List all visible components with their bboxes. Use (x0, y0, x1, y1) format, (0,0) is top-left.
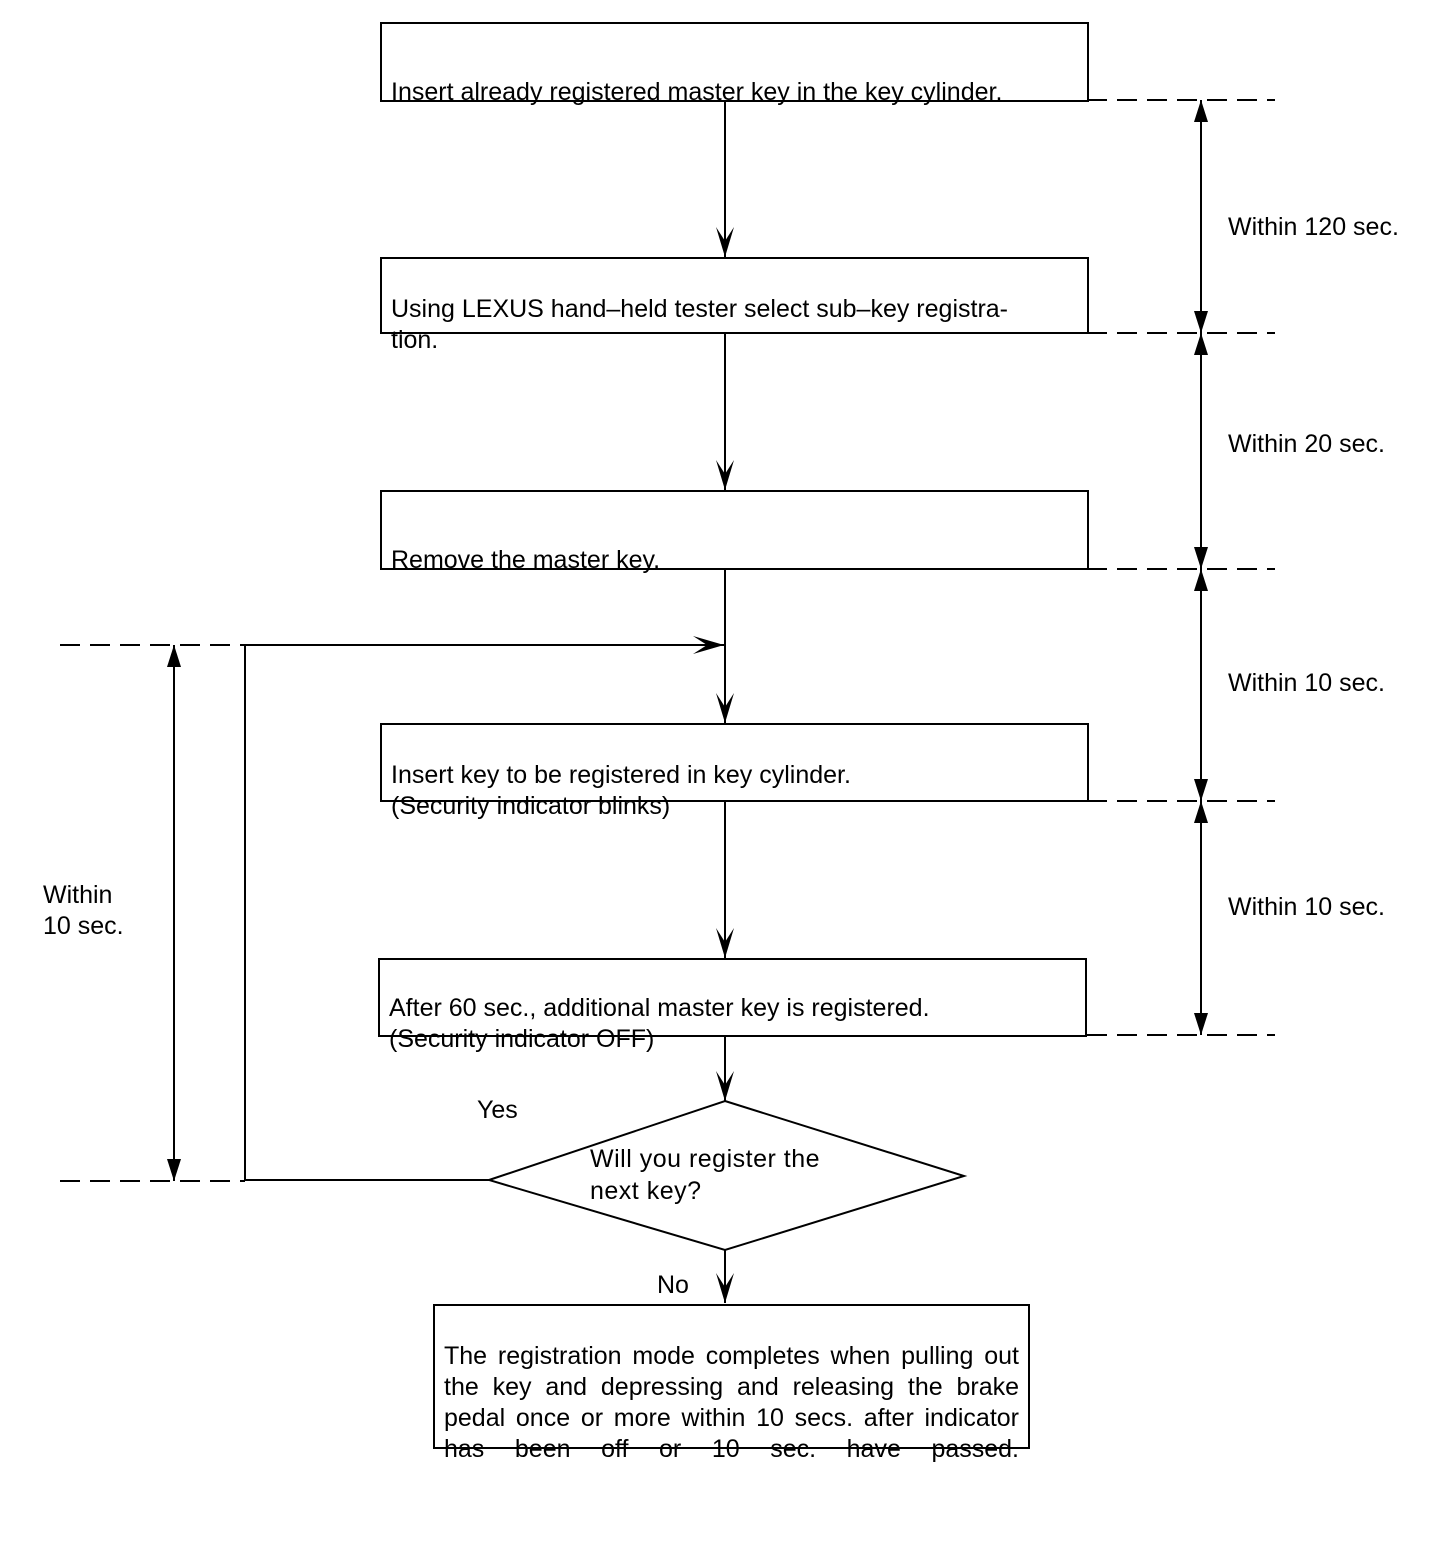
yes-loop-line (244, 644, 725, 1181)
step-insert-master-key: Insert already registered master key in … (380, 22, 1089, 106)
step-insert-key-to-register-text: Insert key to be registered in key cylin… (391, 761, 851, 820)
arrowhead-to-step2 (716, 227, 734, 257)
step-select-sub-key-registration-text: Using LEXUS hand–held tester select sub–… (391, 295, 1008, 354)
step-select-sub-key-registration: Using LEXUS hand–held tester select sub–… (380, 257, 1089, 354)
final-registration-complete: The registration mode completes when pul… (433, 1304, 1030, 1463)
timing-arrow-t4-bottom (1194, 1013, 1208, 1035)
branch-no-label: No (657, 1271, 689, 1299)
step-insert-key-to-register: Insert key to be registered in key cylin… (380, 723, 1089, 820)
arrowhead-to-step3 (716, 460, 734, 490)
timing-label-10-sec-b: Within 10 sec. (1228, 893, 1386, 921)
step-remove-master-key: Remove the master key. (380, 490, 1089, 574)
arrowhead-to-step5 (716, 928, 734, 958)
arrowhead-to-step4 (716, 693, 734, 723)
timing-arrow-loop-top (167, 645, 181, 667)
branch-yes-label: Yes (477, 1096, 518, 1124)
timing-label-120-sec: Within 120 sec. (1228, 213, 1399, 241)
step-insert-master-key-text: Insert already registered master key in … (391, 78, 1003, 106)
timing-arrow-t1-top (1194, 100, 1208, 122)
decision-question: Will you register the next key? (590, 1145, 821, 1205)
arrowhead-to-decision (716, 1071, 734, 1101)
step-master-key-registered-text: After 60 sec., additional master key is … (389, 994, 930, 1053)
step-master-key-registered: After 60 sec., additional master key is … (378, 958, 1087, 1053)
timing-arrow-t2-bottom (1194, 547, 1208, 569)
timing-arrow-t2-top (1194, 333, 1208, 355)
arrowhead-to-final (716, 1273, 734, 1303)
timing-arrow-t3-bottom (1194, 779, 1208, 801)
step-remove-master-key-text: Remove the master key. (391, 546, 661, 574)
timing-label-20-sec: Within 20 sec. (1228, 430, 1386, 458)
timing-arrow-t1-bottom (1194, 311, 1208, 333)
final-registration-complete-text: The registration mode completes when pul… (444, 1342, 1019, 1463)
timing-arrow-t3-top (1194, 569, 1208, 591)
timing-arrow-t4-top (1194, 801, 1208, 823)
timing-label-loop: Within 10 sec. (43, 881, 124, 940)
arrowhead-loop-merge (693, 636, 724, 654)
timing-arrow-loop-bottom (167, 1159, 181, 1181)
decision-diamond (485, 1099, 968, 1252)
timing-label-10-sec-a: Within 10 sec. (1228, 669, 1386, 697)
